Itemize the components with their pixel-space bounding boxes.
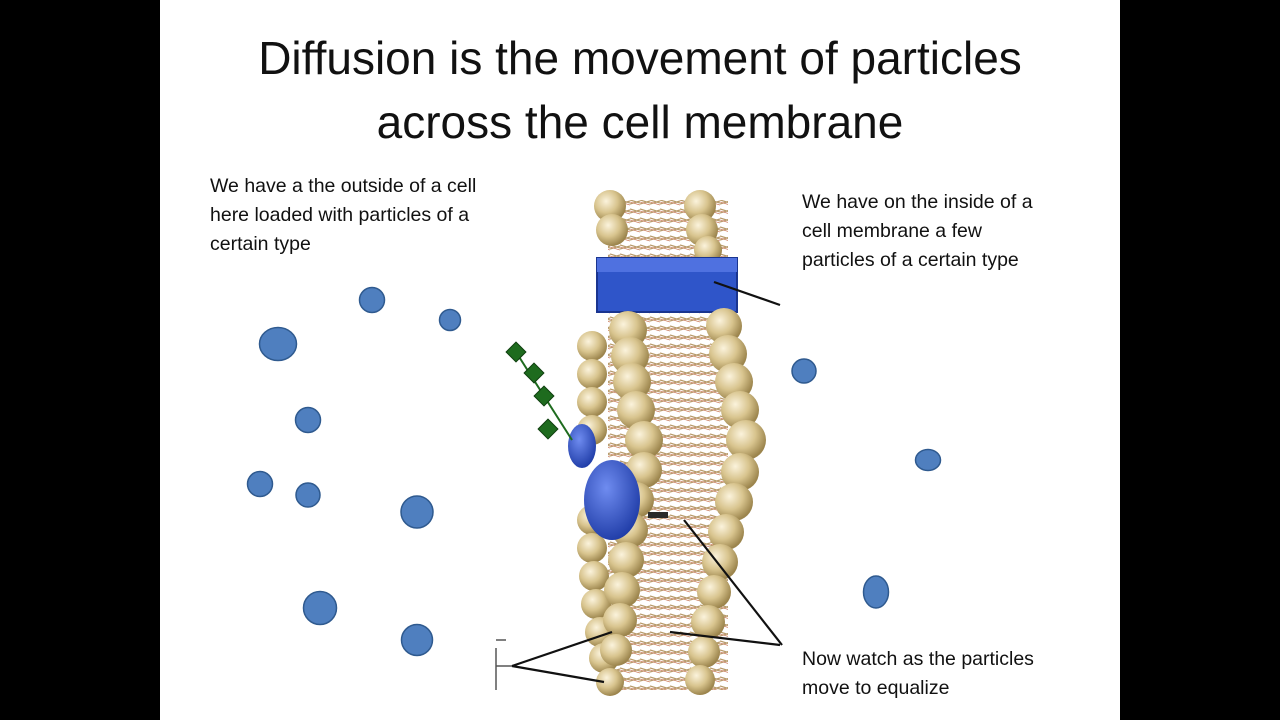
note-line: We have on the inside of a (802, 191, 1033, 213)
note-line: particles of a certain type (802, 249, 1019, 271)
peripheral-protein-large (584, 460, 640, 540)
particle (358, 286, 386, 314)
particle (914, 448, 942, 472)
particle (246, 470, 274, 498)
particle (791, 358, 817, 384)
note-line: here loaded with particles of a (210, 204, 470, 226)
particle (438, 308, 462, 332)
particle (294, 406, 322, 434)
particle (295, 482, 321, 508)
note-line: move to equalize (802, 677, 950, 699)
title-line-2: across the cell membrane (376, 96, 904, 148)
cropped-label-fragment (495, 639, 512, 690)
peripheral-protein-small (568, 424, 596, 468)
particle (400, 623, 434, 657)
outside-cell-note: We have a the outside of a cell here loa… (210, 172, 476, 259)
note-line: We have a the outside of a cell (210, 175, 477, 197)
particle (400, 495, 434, 529)
inside-cell-note: We have on the inside of a cell membrane… (802, 188, 1033, 275)
slide-title: Diffusion is the movement of particles a… (160, 26, 1120, 154)
inside-particles (791, 358, 942, 609)
pointer-lines (511, 280, 783, 684)
particle (862, 575, 890, 609)
equalize-note: Now watch as the particles move to equal… (802, 645, 1034, 703)
outside-particles (246, 286, 462, 657)
right-leaflet-heads (685, 308, 766, 695)
transport-protein (596, 257, 738, 313)
title-line-1: Diffusion is the movement of particles (258, 32, 1022, 84)
note-line: Now watch as the particles (802, 648, 1034, 670)
note-line: cell membrane a few (802, 220, 982, 242)
glycoprotein-chain (505, 341, 573, 441)
note-line: certain type (210, 233, 311, 255)
protein-channel-bar (648, 512, 668, 518)
slide: Diffusion is the movement of particles a… (160, 0, 1120, 720)
particle (302, 590, 338, 626)
upper-lipid-heads (594, 190, 722, 264)
membrane-diagram (246, 190, 942, 696)
particle (258, 326, 298, 362)
